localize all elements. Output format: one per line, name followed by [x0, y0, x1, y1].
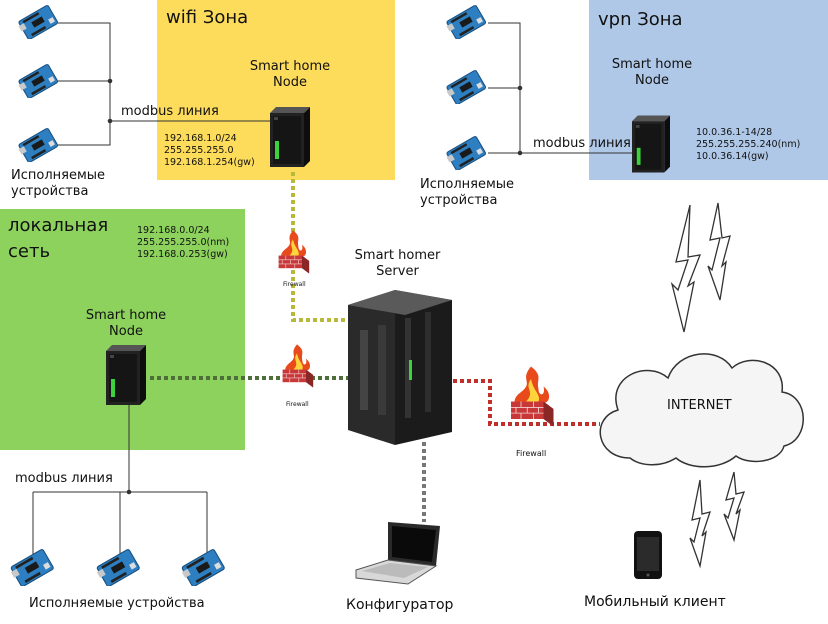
server-icon [348, 290, 452, 445]
device-icon [18, 128, 58, 162]
internet-label: INTERNET [667, 398, 732, 413]
modbus-bus-bottom [32, 400, 208, 555]
modbus-label-vpn: modbus линия [533, 136, 631, 151]
local-zone [0, 209, 245, 450]
device-icon [96, 549, 140, 586]
device-icon [18, 5, 58, 39]
device-icon [10, 549, 54, 586]
modbus-bus-left [58, 22, 285, 146]
firewall-label-internet: Firewall [516, 449, 547, 458]
local-zone-title-line2: сеть [8, 241, 51, 262]
mobile-client-label: Мобильный клиент [584, 594, 726, 610]
internet-firewall-icon [510, 366, 554, 427]
wifi-firewall-icon [278, 230, 310, 274]
local-firewall-icon [282, 344, 314, 388]
local-node-icon [106, 345, 146, 405]
device-icon [446, 70, 486, 104]
phone-icon [634, 531, 662, 579]
firewall-label-wifi: Firewall [283, 281, 306, 288]
internet-link [446, 379, 600, 426]
modbus-label-wifi: modbus линия [121, 104, 219, 119]
laptop-icon [355, 522, 440, 585]
modbus-label-local: modbus линия [15, 471, 113, 486]
vpn-node-icon [632, 115, 670, 173]
internet-cloud-icon [599, 353, 804, 468]
device-icon [446, 136, 486, 170]
device-icon [446, 5, 486, 39]
vpn-zone-title: vpn Зона [598, 9, 683, 30]
wifi-node-icon [270, 107, 310, 167]
modbus-bus-vpn [488, 22, 632, 156]
vpn-zone [589, 0, 828, 180]
wifi-link [291, 172, 348, 322]
wifi-zone-title: wifi Зона [166, 7, 249, 28]
device-icon [181, 549, 225, 586]
device-icon [18, 64, 58, 98]
wireless-signal-icon [670, 202, 746, 569]
configurator-label: Конфигуратор [346, 597, 454, 613]
local-zone-title-line1: локальная [8, 215, 109, 236]
devices-label-bottom: Исполняемые устройства [29, 596, 205, 611]
firewall-label-local: Firewall [286, 401, 309, 408]
